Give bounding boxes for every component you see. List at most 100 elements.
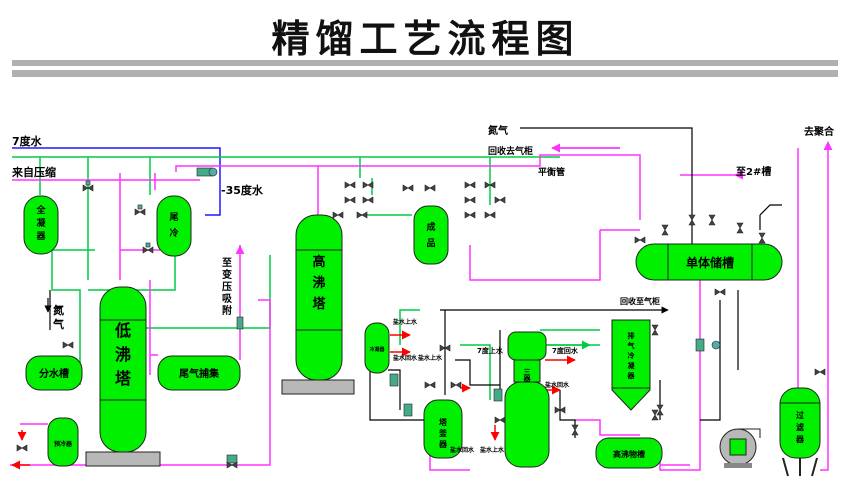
header-rule-top (12, 60, 838, 66)
monomer-storage-tank: 单体储槽 (635, 243, 783, 281)
pipes-red (11, 330, 576, 470)
valve-icon (688, 214, 696, 226)
valve-icon (651, 409, 659, 421)
high-boiling-tower: 高 沸 塔 (281, 214, 355, 395)
valves (16, 167, 826, 469)
label-to-tank2: 至2#槽 (736, 165, 771, 178)
valve-icon (464, 196, 476, 204)
valve-icon (571, 424, 579, 436)
svg-text:高: 高 (312, 254, 325, 270)
filter-vessel: 过 滤 器 (779, 387, 821, 477)
pipes-black (44, 127, 782, 438)
product-cooler: 成 品 (413, 205, 449, 265)
header-rule-bottom (12, 70, 838, 77)
svg-text:凝: 凝 (628, 361, 636, 370)
valve-icon (134, 204, 146, 216)
low-boiling-tower: 低 沸 塔 (85, 286, 161, 467)
label-to-pressure-swing: 至 变 压 吸 附 (222, 257, 233, 317)
svg-text:器: 器 (438, 440, 448, 449)
valve-icon (362, 196, 374, 204)
valve-icon (814, 368, 826, 376)
label-brine-up-1: 盐水上水 (393, 318, 418, 326)
valve-icon (403, 403, 413, 417)
valve-icon (695, 338, 705, 352)
valve-icon (236, 316, 244, 330)
svg-text:器: 器 (795, 435, 805, 444)
valve-icon (484, 181, 496, 189)
water-separator-tank: 分水槽 (25, 355, 83, 391)
third-condenser: 三 器 (504, 331, 550, 468)
label-balance-pipe: 平衡管 (538, 166, 565, 178)
svg-text:氮: 氮 (53, 303, 64, 317)
valve-icon (344, 196, 356, 204)
valve-icon (661, 224, 669, 236)
high-boiling-storage: 高沸物槽 (595, 437, 663, 469)
valve-icon (332, 211, 344, 219)
valve-icon (344, 181, 356, 189)
svg-text:器: 器 (627, 371, 636, 380)
valve-icon (424, 381, 436, 389)
svg-text:压: 压 (222, 281, 232, 293)
svg-text:全: 全 (35, 204, 46, 216)
label-brine-ret-3: 盐水回水 (450, 446, 475, 454)
label-brine-up-2: 盐水上水 (418, 354, 443, 362)
valve-icon (196, 167, 218, 177)
svg-text:冷: 冷 (628, 351, 635, 360)
label-minus35: -35度水 (221, 183, 264, 197)
svg-text:冷凝器: 冷凝器 (369, 346, 385, 353)
svg-text:滤: 滤 (796, 422, 804, 432)
svg-text:冷: 冷 (169, 227, 178, 239)
svg-text:尾: 尾 (168, 212, 178, 223)
label-brine-ret-1: 盐水回水 (393, 354, 418, 362)
svg-text:吸: 吸 (222, 293, 233, 305)
valve-icon (82, 180, 94, 192)
valve-icon (493, 388, 503, 402)
valve-icon (362, 181, 374, 189)
valve-icon (62, 341, 74, 349)
valve-icon (634, 236, 646, 244)
svg-text:塔: 塔 (312, 296, 326, 312)
svg-text:过: 过 (796, 410, 804, 420)
valve-icon (450, 381, 462, 389)
valve-icon (494, 196, 506, 204)
valve-icon (714, 288, 726, 296)
page-title: 精馏工艺流程图 (271, 16, 580, 61)
valve-icon (758, 232, 766, 244)
pipes-blue (12, 147, 221, 216)
label-recover-gas-top: 回收去气柜 (488, 145, 533, 157)
svg-text:品: 品 (426, 238, 435, 249)
label-nitrogen-top: 氮气 (488, 124, 508, 137)
label-brine-ret-2: 盐水回水 (545, 381, 570, 389)
valve-icon (356, 211, 368, 219)
svg-text:高沸物槽: 高沸物槽 (613, 449, 645, 459)
label-brine-up-3: 盐水上水 (480, 446, 505, 454)
svg-text:至: 至 (222, 257, 232, 269)
label-water7-mid: 7度上水 (477, 346, 504, 355)
svg-text:排: 排 (628, 331, 635, 340)
svg-text:气: 气 (52, 317, 64, 331)
valve-icon (464, 181, 476, 189)
tail-cooler: 尾 冷 (156, 195, 192, 257)
label-water7: 7度水 (12, 134, 43, 148)
valve-icon (708, 214, 716, 226)
valve-icon (494, 416, 506, 424)
exhaust-condenser-column: 排 气 冷 凝 器 (611, 319, 651, 411)
valve-icon (402, 184, 414, 192)
svg-text:沸: 沸 (312, 275, 325, 291)
valve-icon (424, 184, 436, 192)
kettle-vessel: 塔 釜 器 (423, 399, 463, 459)
valve-icon (711, 340, 721, 350)
valve-icon (142, 242, 154, 254)
svg-text:凝: 凝 (36, 217, 46, 229)
svg-text:塔: 塔 (115, 369, 132, 388)
svg-text:成: 成 (426, 221, 435, 233)
valve-icon (226, 454, 238, 469)
valve-icon (16, 444, 28, 452)
svg-text:沸: 沸 (115, 345, 131, 364)
valve-icon (439, 344, 451, 352)
svg-text:气: 气 (627, 341, 635, 350)
label-from-compressor: 来自压缩 (11, 165, 56, 179)
label-nitrogen-left: 氮 气 (52, 303, 64, 331)
svg-text:低: 低 (114, 321, 131, 340)
